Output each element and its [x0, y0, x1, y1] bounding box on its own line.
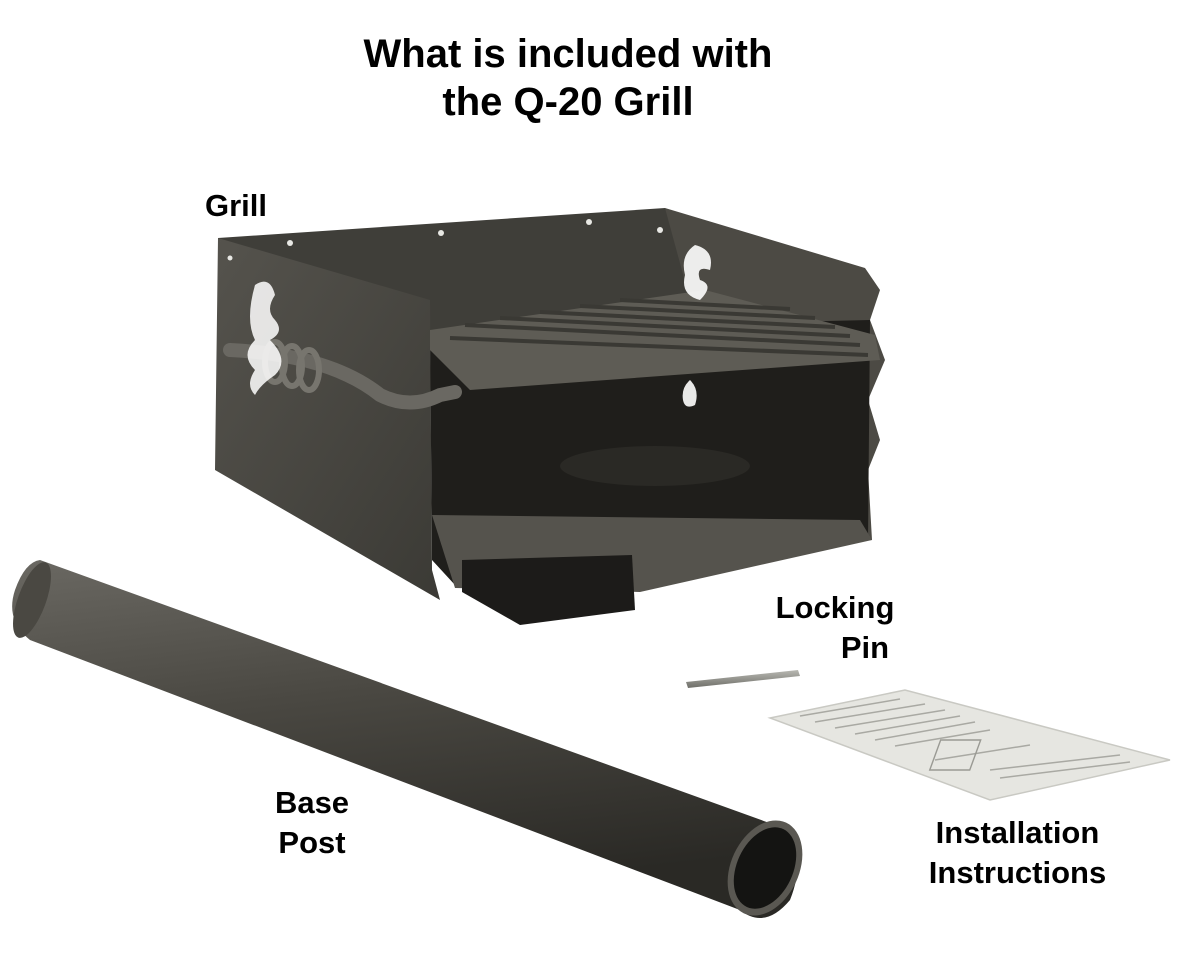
grill-mount-bracket [462, 555, 635, 625]
grill-right-slot [682, 380, 697, 407]
base-post-illustration [12, 560, 803, 918]
label-installation-instructions-line-1: Installation [935, 815, 1100, 850]
instructions-sheet-paper [767, 689, 1171, 801]
locking-pin-rod [686, 670, 800, 688]
instructions-sheet-figure [928, 739, 982, 771]
base-post-tube [12, 560, 798, 918]
label-base-post-line-2: Post [278, 825, 346, 860]
label-locking-pin-line-1: Locking [775, 590, 895, 625]
grill-grate-bars [449, 298, 869, 357]
base-post-end-inner [733, 827, 797, 909]
label-base-post: Base Post [262, 783, 362, 863]
base-post-far-end [13, 562, 51, 638]
instructions-sheet-text-lines [799, 698, 1131, 779]
grill-holes [227, 219, 663, 261]
label-locking-pin-line-2: Pin [840, 630, 890, 665]
grill-right-cutout [683, 245, 711, 300]
page-title-line-2: the Q-20 Grill [442, 80, 694, 124]
grill-left-cutout [247, 281, 282, 395]
page-title-line-1: What is included with [363, 32, 773, 76]
locking-pin-illustration [686, 670, 800, 688]
grill-illustration [215, 208, 885, 625]
label-installation-instructions: Installation Instructions [905, 813, 1130, 893]
label-installation-instructions-line-2: Instructions [928, 855, 1107, 890]
label-grill: Grill [205, 186, 267, 226]
page-title: What is included with the Q-20 Grill [0, 30, 1136, 126]
label-locking-pin: Locking Pin [760, 588, 910, 668]
label-base-post-line-1: Base [274, 785, 350, 820]
label-grill-text: Grill [205, 188, 268, 223]
instructions-sheet-illustration [767, 689, 1171, 801]
grill-ash-opening [560, 446, 750, 486]
